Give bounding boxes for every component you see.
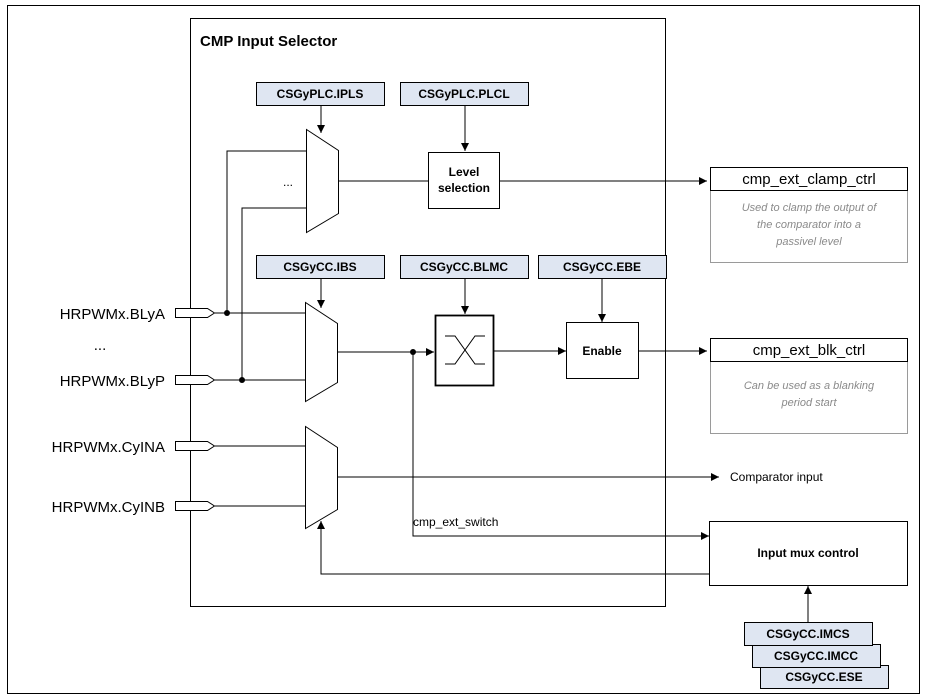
- register-cc-imcs: CSGyCC.IMCS: [744, 622, 873, 646]
- input-mux-control-block: Input mux control: [709, 521, 908, 586]
- output-clamp-title: cmp_ext_clamp_ctrl: [742, 171, 875, 188]
- blya-to-clamp-mux: [226, 150, 306, 313]
- input-label-cyina: HRPWMx.CyINA: [52, 439, 165, 456]
- register-cc-imcc: CSGyCC.IMCC: [752, 644, 881, 668]
- output-clamp-box: cmp_ext_clamp_ctrl Used to clamp the out…: [710, 167, 908, 263]
- clamp-mux: [306, 128, 339, 234]
- register-cc-blmc-label: CSGyCC.BLMC: [420, 260, 508, 274]
- output-blk-title: cmp_ext_blk_ctrl: [753, 342, 866, 359]
- register-plc-ipls: CSGyPLC.IPLS: [256, 82, 385, 106]
- output-clamp-desc-2: the comparator into a: [757, 219, 861, 231]
- input-pad-blyp: [175, 375, 216, 385]
- input-label-blya: HRPWMx.BLyA: [60, 306, 165, 323]
- register-cc-ese: CSGyCC.ESE: [760, 665, 889, 689]
- input-pad-cyinb: [175, 501, 216, 511]
- level-selection-line2: selection: [438, 181, 490, 195]
- switch-line: [412, 352, 709, 540]
- register-cc-ibs: CSGyCC.IBS: [256, 255, 385, 279]
- input-label-cyinb: HRPWMx.CyINB: [52, 499, 165, 516]
- level-selection-line1: Level: [449, 165, 480, 179]
- register-cc-imcc-label: CSGyCC.IMCC: [774, 649, 858, 663]
- selector-title: CMP Input Selector: [200, 33, 337, 50]
- blanking-mux: [305, 301, 338, 403]
- blyp-junction: [239, 377, 245, 383]
- register-cc-ebe: CSGyCC.EBE: [538, 255, 667, 279]
- comparator-input-mux: [305, 425, 338, 530]
- register-plc-plcl: CSGyPLC.PLCL: [400, 82, 529, 106]
- register-cc-ese-label: CSGyCC.ESE: [785, 670, 862, 684]
- switch-label: cmp_ext_switch: [413, 515, 498, 529]
- register-plc-ipls-label: CSGyPLC.IPLS: [277, 87, 364, 101]
- register-cc-blmc: CSGyCC.BLMC: [400, 255, 529, 279]
- input-label-blyp: HRPWMx.BLyP: [60, 373, 165, 390]
- mux-control-feedback: [317, 521, 709, 575]
- edge-selector-block: [434, 314, 495, 387]
- level-selection-block: Level selection: [428, 152, 500, 209]
- blya-junction: [224, 310, 230, 316]
- register-plc-plcl-label: CSGyPLC.PLCL: [418, 87, 509, 101]
- input-label-ellipsis: ...: [94, 337, 107, 354]
- outer-frame: [7, 5, 920, 694]
- input-mux-control-label: Input mux control: [757, 546, 858, 560]
- register-cc-ibs-label: CSGyCC.IBS: [283, 260, 356, 274]
- output-blk-box: cmp_ext_blk_ctrl Can be used as a blanki…: [710, 338, 908, 434]
- comparator-input-label: Comparator input: [730, 470, 823, 484]
- register-cc-imcs-label: CSGyCC.IMCS: [766, 627, 849, 641]
- enable-label: Enable: [582, 344, 622, 358]
- output-blk-desc-2: period start: [780, 397, 837, 409]
- register-cc-ebe-label: CSGyCC.EBE: [563, 260, 641, 274]
- enable-block: Enable: [566, 322, 639, 379]
- input-pad-blya: [175, 308, 216, 318]
- output-clamp-desc-3: passivel level: [775, 236, 842, 248]
- output-blk-desc-1: Can be used as a blanking: [744, 380, 875, 392]
- input-pad-cyina: [175, 441, 216, 451]
- output-clamp-desc-1: Used to clamp the output of: [742, 202, 877, 214]
- mux-ellipsis: ...: [283, 175, 293, 189]
- blyp-to-clamp-mux: [241, 207, 306, 380]
